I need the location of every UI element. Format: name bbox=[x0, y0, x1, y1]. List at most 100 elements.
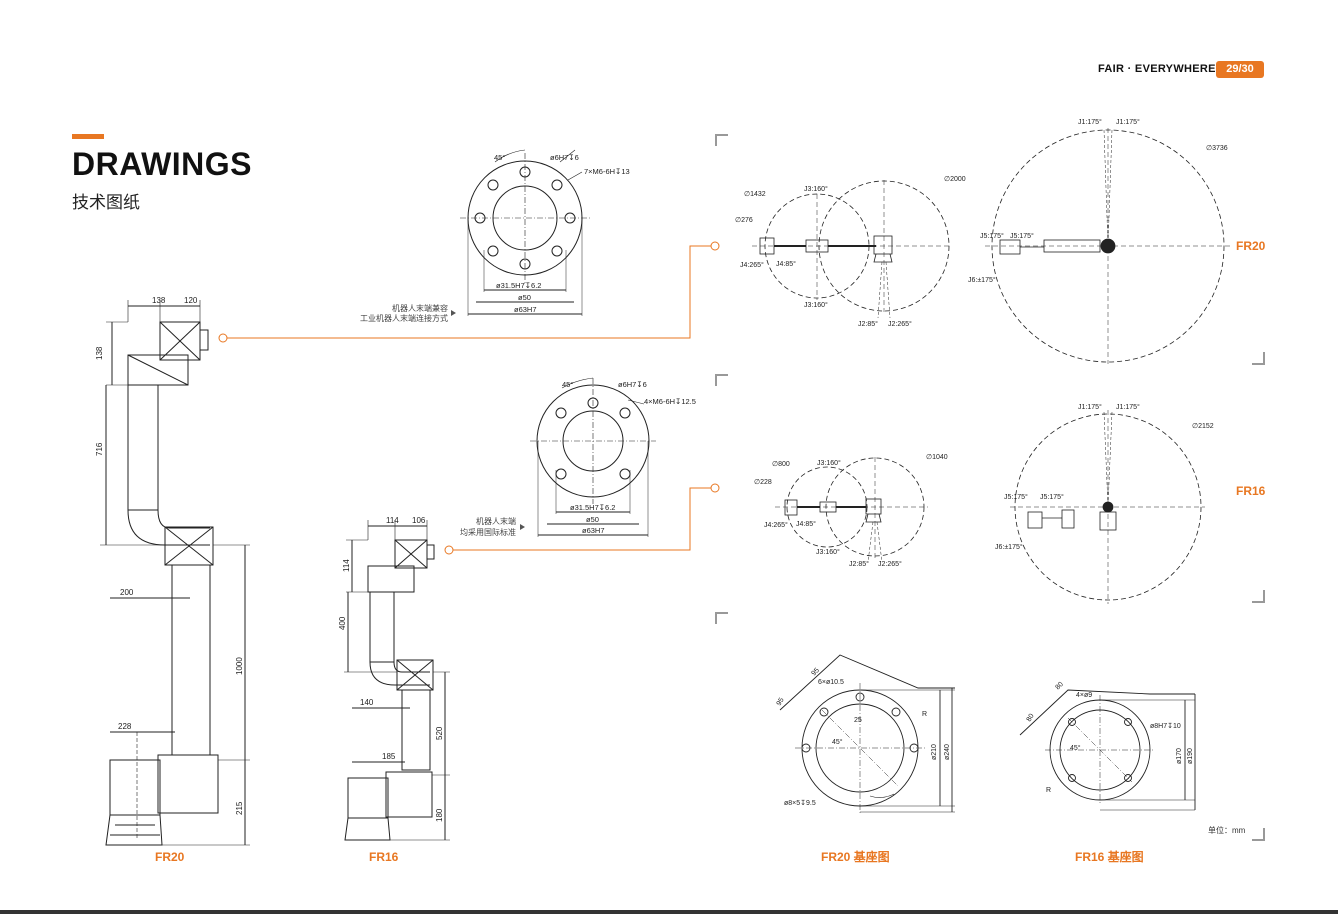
dim-label: ø170 bbox=[1176, 748, 1183, 764]
dim-label: 716 bbox=[95, 442, 104, 456]
dim-label: 80 bbox=[1026, 713, 1036, 723]
dim-label: 45° bbox=[1070, 744, 1081, 752]
dim-label: ø50 bbox=[586, 515, 599, 524]
dim-label: J4:265° bbox=[740, 261, 764, 269]
dim-label: J3:160° bbox=[817, 459, 841, 467]
fr20-arm-dims: 138 120 138 716 200 1000 228 215 bbox=[95, 296, 244, 815]
dim-label: 106 bbox=[412, 516, 426, 525]
dim-label: ∅276 bbox=[735, 217, 753, 224]
dim-label: J5:175° bbox=[1004, 493, 1028, 501]
dim-label: J5:175° bbox=[1040, 493, 1064, 501]
dim-label: ∅2152 bbox=[1192, 423, 1214, 430]
frame-brackets bbox=[715, 134, 1265, 841]
unit-note: 单位：mm bbox=[1208, 826, 1246, 835]
dim-label: ø210 bbox=[931, 744, 938, 760]
fr16-arm-label: FR16 bbox=[369, 850, 399, 864]
fr20-flange-dims: 45° ø6H7↧6 7×M6-6H↧13 ø31.5H7↧6.2 ø50 ø6… bbox=[360, 153, 630, 323]
fr16-base-drawing bbox=[1019, 689, 1196, 811]
dim-label: J4:85° bbox=[796, 520, 816, 528]
dim-label: 45° bbox=[494, 153, 505, 162]
dim-label: J5:175° bbox=[980, 232, 1004, 240]
title-accent-bar bbox=[72, 134, 104, 139]
dim-label: 520 bbox=[435, 726, 444, 740]
dim-label: ∅2000 bbox=[944, 176, 966, 183]
dim-label: 4×ø9 bbox=[1076, 692, 1092, 699]
fr20-arm-drawing bbox=[100, 300, 250, 846]
dim-label: R bbox=[922, 711, 927, 718]
dim-label: 4×M6-6H↧12.5 bbox=[644, 397, 696, 406]
dim-label: J1:175° bbox=[1078, 403, 1102, 411]
dim-label: J4:265° bbox=[764, 521, 788, 529]
dim-label: ∅1040 bbox=[926, 454, 948, 461]
dim-label: J6:±175° bbox=[995, 543, 1023, 551]
dim-label: J2:265° bbox=[878, 560, 902, 568]
dim-label: ø8×5↧9.5 bbox=[784, 800, 816, 807]
dim-label: J5:175° bbox=[1010, 232, 1034, 240]
flange-note: 机器人末端兼容 bbox=[392, 303, 448, 313]
fr16-arm-drawing bbox=[344, 520, 450, 841]
dim-label: J1:175° bbox=[1116, 403, 1140, 411]
dim-label: 215 bbox=[235, 801, 244, 815]
dim-label: J3:160° bbox=[804, 301, 828, 309]
dim-label: 80 bbox=[1054, 681, 1065, 692]
fr20-flange-drawing bbox=[460, 149, 590, 316]
dim-label: ∅3736 bbox=[1206, 145, 1228, 152]
fr20-base-dims: 95 6×ø10.5 95 45° 25 R ø210 ø240 ø8×5↧9.… bbox=[776, 667, 951, 807]
dim-label: R bbox=[1046, 787, 1051, 794]
dim-label: 180 bbox=[435, 808, 444, 822]
page-subtitle: 技术图纸 bbox=[72, 193, 140, 212]
fr20-base-label: FR20 基座图 bbox=[821, 849, 890, 864]
fr20-workspace-top bbox=[985, 128, 1230, 364]
brand-tagline: FAIR · EVERYWHERE bbox=[1098, 63, 1216, 75]
fr16-arm-dims: 114 106 114 400 140 520 185 180 bbox=[338, 516, 444, 822]
dim-label: ø240 bbox=[944, 744, 951, 760]
dim-label: 25 bbox=[854, 717, 862, 724]
dim-label: ø63H7 bbox=[514, 305, 537, 314]
dim-label: J6:±175° bbox=[968, 276, 996, 284]
fr20-workspace-side bbox=[752, 180, 950, 319]
dim-label: ∅1432 bbox=[744, 191, 766, 198]
dim-label: 138 bbox=[152, 296, 166, 305]
dim-label: 120 bbox=[184, 296, 198, 305]
note-arrow-icon bbox=[451, 310, 456, 316]
dim-label: 114 bbox=[342, 559, 351, 572]
dim-label: J2:85° bbox=[858, 320, 878, 328]
dim-label: ø31.5H7↧6.2 bbox=[496, 281, 541, 290]
bottom-rule bbox=[0, 910, 1338, 914]
dim-label: 1000 bbox=[235, 657, 244, 675]
callout-connectors bbox=[218, 241, 720, 555]
dim-label: 200 bbox=[120, 588, 134, 597]
dim-label: J1:175° bbox=[1116, 118, 1140, 126]
dim-label: 6×ø10.5 bbox=[818, 679, 844, 686]
fr20-workspace-top-dims: J1:175° J1:175° ∅3736 J5:175° J5:175° J6… bbox=[968, 118, 1228, 284]
flange-note: 机器人末端 bbox=[476, 516, 516, 526]
dim-label: 45° bbox=[562, 380, 573, 389]
dim-label: 400 bbox=[338, 616, 347, 630]
dim-label: ø8H7↧10 bbox=[1150, 723, 1181, 730]
dim-label: ø31.5H7↧6.2 bbox=[570, 503, 615, 512]
fr16-workspace-side bbox=[775, 457, 928, 563]
dim-label: 95 bbox=[776, 697, 786, 707]
fr16-workspace-side-dims: ∅800 J3:160° ∅1040 ∅228 J4:265° J4:85° J… bbox=[754, 454, 948, 568]
page-title: DRAWINGS bbox=[72, 146, 252, 182]
dim-label: ø50 bbox=[518, 293, 531, 302]
flange-note: 工业机器人末端连接方式 bbox=[360, 313, 448, 323]
dim-label: J2:85° bbox=[849, 560, 869, 568]
dim-label: ø63H7 bbox=[582, 526, 605, 535]
dim-label: 7×M6-6H↧13 bbox=[584, 167, 630, 176]
fr16-workspace-top-dims: J1:175° J1:175° ∅2152 J5:175° J5:175° J6… bbox=[995, 403, 1214, 551]
dim-label: 138 bbox=[95, 346, 104, 360]
dim-label: 185 bbox=[382, 752, 396, 761]
dim-label: ø190 bbox=[1187, 748, 1194, 764]
fr16-flange-drawing bbox=[530, 377, 656, 537]
dim-label: 95 bbox=[810, 667, 821, 678]
dim-label: ∅800 bbox=[772, 461, 790, 468]
dim-label: 45° bbox=[832, 738, 843, 746]
dim-label: J1:175° bbox=[1078, 118, 1102, 126]
dim-label: J3:160° bbox=[804, 185, 828, 193]
dim-label: ∅228 bbox=[754, 479, 772, 486]
dim-label: J4:85° bbox=[776, 260, 796, 268]
dim-label: 140 bbox=[360, 698, 374, 707]
fr20-workspace-side-dims: ∅1432 J3:160° ∅2000 ∅276 J4:265° J4:85° … bbox=[735, 176, 966, 328]
